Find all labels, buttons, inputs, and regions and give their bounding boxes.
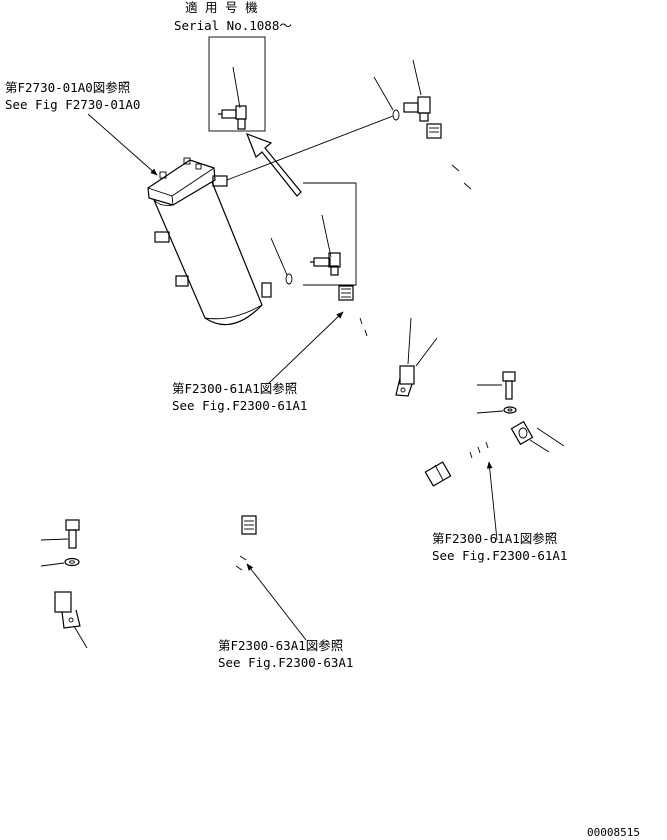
bolt-lower [40,519,80,549]
ref-61a1-mid-label-jp: 第F2300-61A1図参照 [172,381,297,396]
filter-assembly [147,157,293,326]
ref-63a1-label-en: See Fig.F2300-63A1 [218,655,353,670]
hose-end-fitting-right [424,461,452,487]
middle-hose [338,285,441,405]
serial-label-en: Serial No.1088～ [174,18,292,33]
hose-clamp-lower [54,591,81,629]
ref-61a1-mid-label-en: See Fig.F2300-61A1 [172,398,307,413]
lower-left-hose [0,515,257,635]
hose-clamp-right [510,420,534,446]
ref-61a1-right-label-en-bound: See Fig.F2300-61A1 [432,548,567,563]
ref-63a1-label-jp: 第F2300-63A1図参照 [218,638,343,653]
drawing-number: 00008515 [587,826,640,839]
long-hose-right [403,59,577,487]
elbow-fitting-top-right [403,96,431,122]
serial-label-jp: 適 用 号 機 [185,0,258,15]
elbow-fitting-inset [218,105,247,130]
serial-change-arrow [245,132,302,197]
ref-61a1-right-label-jp: 第F2300-61A1図参照 [432,531,557,546]
ref-filter-label-jp: 第F2730-01A0図参照 [5,80,130,95]
middle-inset-box [303,182,357,286]
hose-clamp-middle [395,365,415,397]
bolt-right [477,371,516,400]
washer-lower [40,557,80,567]
serial-inset-box [208,36,266,132]
washer-right [476,406,517,414]
elbow-fitting-middle [310,252,341,276]
ref-filter-label-en: See Fig F2730-01A0 [5,97,140,112]
